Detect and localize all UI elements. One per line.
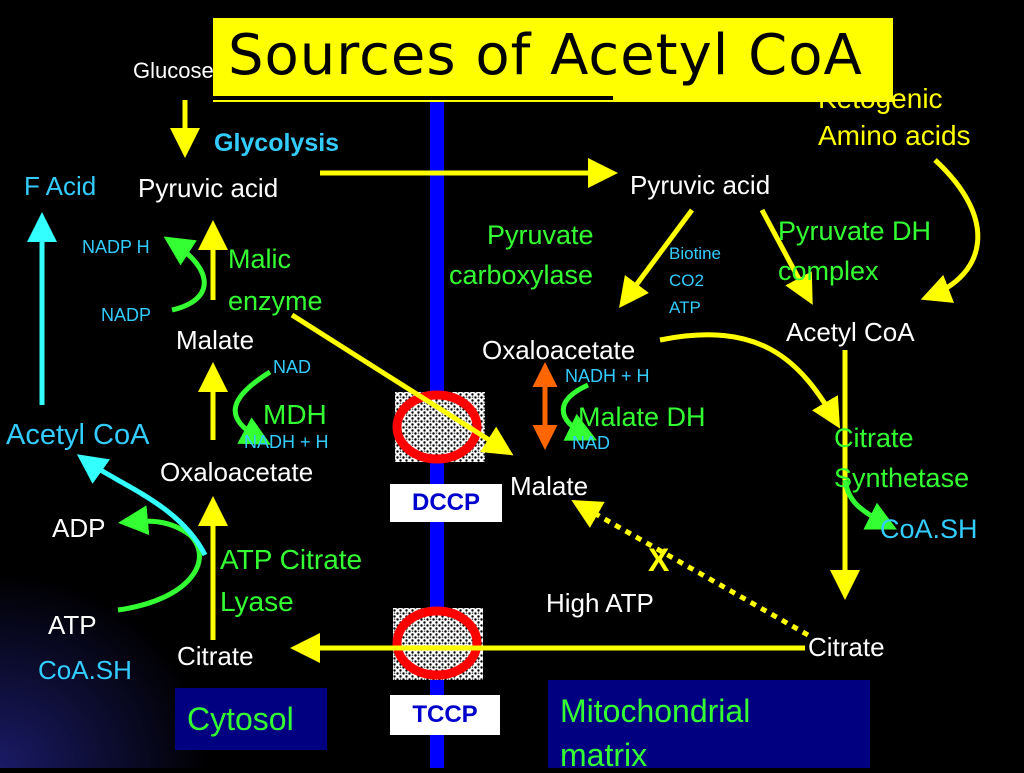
atp-citrate-lyase-label-line2: Lyase xyxy=(220,586,294,617)
coash-cytosol-label: CoA.SH xyxy=(38,655,132,685)
nad-cytosol-label: NAD xyxy=(273,357,312,377)
title-banner xyxy=(213,18,893,102)
pyruvate-dh-label-line2: complex xyxy=(778,256,879,286)
malate-cytosol-label: Malate xyxy=(176,325,255,355)
tccp-label: TCCP xyxy=(390,695,500,735)
cytosol-panel xyxy=(175,688,327,750)
atp-cofactor-label: ATP xyxy=(669,298,701,317)
arrow-mdh-cofactor xyxy=(232,369,272,445)
arrow-citrate-malate-blocked xyxy=(571,500,810,638)
pyruvate-carboxylase-label-line2: carboxylase xyxy=(449,260,594,290)
pyruvic-acid-cytosol-label: Pyruvic acid xyxy=(138,173,279,203)
page-title: Sources of Acetyl CoA xyxy=(228,23,863,88)
mdh-label: MDH xyxy=(263,399,327,430)
blocked-x-mark: X xyxy=(648,542,670,578)
citrate-synthetase-label-line2: Synthetase xyxy=(834,463,970,493)
malate-matrix-label: Malate xyxy=(510,471,589,501)
citrate-synthetase-label-line1: Citrate xyxy=(834,423,914,453)
mitochondrial-matrix-panel xyxy=(548,680,870,768)
arrow-oxaloacetate-citrate xyxy=(659,332,841,429)
nadph-label: NADP H xyxy=(82,237,150,257)
arrow-malate-dh-cofactor xyxy=(560,382,597,441)
arrow-ketogenic-acetylcoa xyxy=(920,158,981,303)
pyruvate-dh-label-line1: Pyruvate DH xyxy=(778,216,932,246)
nad-matrix-label: NAD xyxy=(572,433,611,453)
pyruvic-acid-matrix-label: Pyruvic acid xyxy=(630,170,771,200)
coash-matrix-label: CoA.SH xyxy=(880,514,978,544)
title-underline xyxy=(213,96,613,100)
malate-dh-label: Malate DH xyxy=(578,402,706,432)
arrow-malate-transport xyxy=(290,312,514,456)
tccp-transporter xyxy=(392,606,483,680)
oxaloacetate-matrix-label: Oxaloacetate xyxy=(482,335,636,365)
acetyl-coa-matrix-label: Acetyl CoA xyxy=(786,317,915,347)
mitochondrial-matrix-label-line1: Mitochondrial xyxy=(560,693,751,729)
citrate-cytosol-label: Citrate xyxy=(177,641,254,671)
adp-label: ADP xyxy=(52,513,106,543)
glucose-label: Glucose xyxy=(133,58,214,83)
nadp-label: NADP xyxy=(101,305,152,325)
malic-enzyme-label-line2: enzyme xyxy=(228,286,323,316)
ketogenic-label-line2: Amino acids xyxy=(818,120,971,151)
f-acid-label: F Acid xyxy=(24,171,97,201)
mitochondrial-matrix-label-line2: matrix xyxy=(560,737,648,773)
arrow-pyruvate-acetylcoa xyxy=(759,208,813,305)
nadh-cytosol-label: NADH + H xyxy=(244,432,329,452)
dccp-transporter xyxy=(392,390,485,464)
arrow-malic-enzyme-cofactor xyxy=(163,236,207,313)
atp-cytosol-label: ATP xyxy=(48,610,97,640)
biotine-label: Biotine xyxy=(669,244,721,263)
dccp-label: DCCP xyxy=(390,484,502,522)
glycolysis-label: Glycolysis xyxy=(214,129,340,157)
atp-citrate-lyase-label-line1: ATP Citrate xyxy=(220,544,363,575)
acetyl-coa-cytosol-label: Acetyl CoA xyxy=(6,419,150,451)
cytosol-label: Cytosol xyxy=(187,701,294,737)
citrate-matrix-label: Citrate xyxy=(808,632,885,662)
pyruvate-carboxylase-label-line1: Pyruvate xyxy=(487,220,594,250)
malic-enzyme-label-line1: Malic xyxy=(228,244,292,274)
nadh-matrix-label: NADH + H xyxy=(565,366,650,386)
co2-label: CO2 xyxy=(669,271,704,290)
arrow-citrate-synthetase-coash xyxy=(842,479,897,530)
arrow-citrate-lyase-acetylcoa xyxy=(76,454,208,557)
ketogenic-label-line1: Ketogenic xyxy=(818,83,943,114)
arrow-pyruvate-oxaloacetate xyxy=(619,208,695,309)
oxaloacetate-cytosol-label: Oxaloacetate xyxy=(160,457,314,487)
high-atp-label: High ATP xyxy=(546,588,654,618)
